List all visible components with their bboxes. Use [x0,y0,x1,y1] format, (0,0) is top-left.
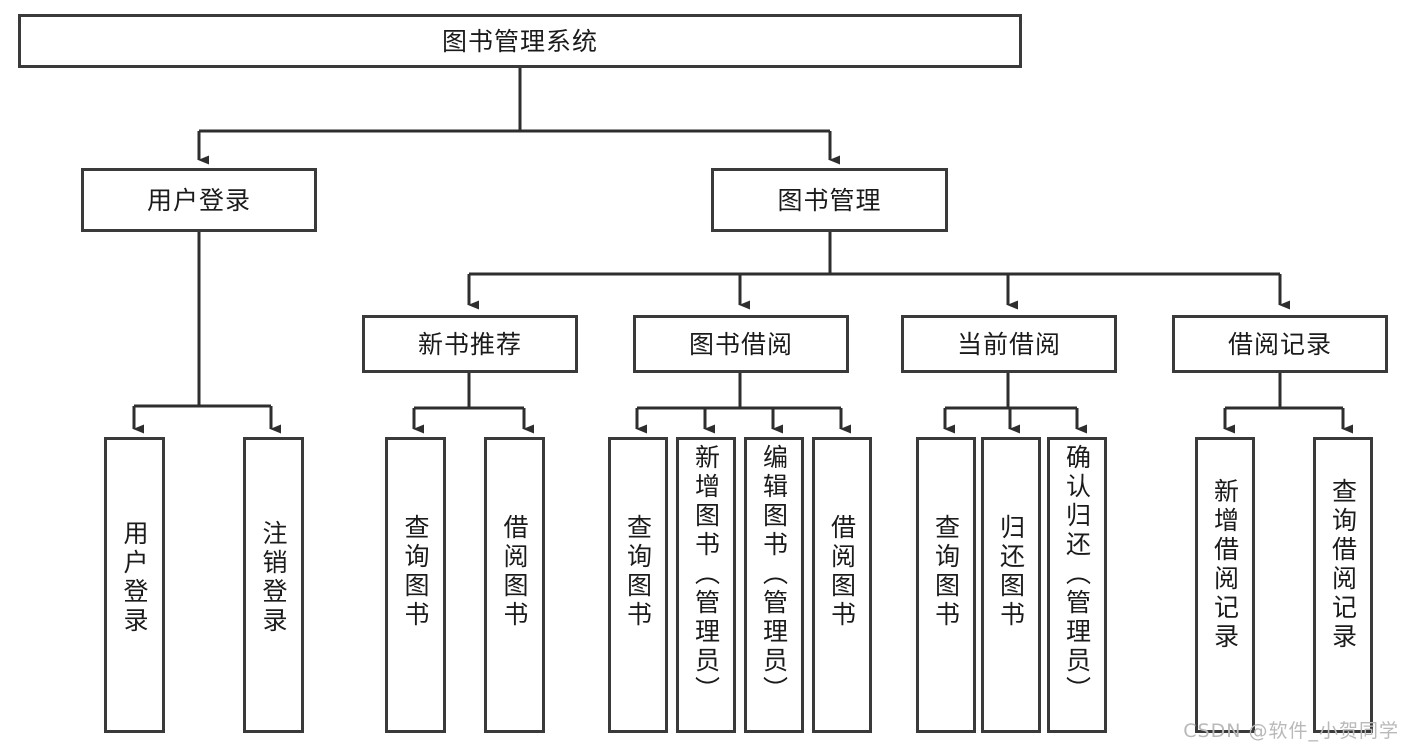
leaf-confirm-return[interactable]: 确认归还（管理员） [1047,437,1107,733]
node-label: 图书管理 [777,185,882,215]
leaf-query-book-1[interactable]: 查询图书 [385,437,446,733]
node-new-book-recommend[interactable]: 新书推荐 [362,315,578,373]
node-label: 用户登录 [146,185,251,215]
node-book-management[interactable]: 图书管理 [711,168,948,232]
node-label: 新书推荐 [417,329,522,359]
node-book-borrow[interactable]: 图书借阅 [633,315,849,373]
node-label: 查询借阅记录 [1328,478,1358,652]
leaf-edit-book[interactable]: 编辑图书（管理员） [744,437,804,733]
node-label: 新增图书（管理员） [691,444,721,705]
node-label: 编辑图书（管理员） [759,444,789,705]
node-label: 借阅图书 [500,514,529,630]
node-label: 查询图书 [623,514,653,630]
node-label: 确认归还（管理员） [1062,444,1092,705]
node-label: 图书借阅 [688,329,793,359]
leaf-query-book-3[interactable]: 查询图书 [916,437,976,733]
leaf-add-borrow-record[interactable]: 新增借阅记录 [1195,437,1255,733]
leaf-add-book[interactable]: 新增图书（管理员） [676,437,736,733]
csdn-watermark: CSDN @软件_小贺同学 [1183,720,1399,742]
node-user-login[interactable]: 用户登录 [81,168,317,232]
node-label: 图书管理系统 [441,26,598,56]
node-label: 借阅图书 [827,514,857,630]
leaf-query-borrow-record[interactable]: 查询借阅记录 [1313,437,1373,733]
leaf-borrow-book-2[interactable]: 借阅图书 [812,437,872,733]
node-label: 归还图书 [996,514,1026,630]
leaf-logout-login[interactable]: 注销登录 [243,437,304,733]
node-label: 新增借阅记录 [1210,478,1240,652]
node-root-system[interactable]: 图书管理系统 [18,14,1022,68]
node-label: 用户登录 [120,520,149,636]
node-label: 借阅记录 [1227,329,1332,359]
leaf-user-login[interactable]: 用户登录 [104,437,165,733]
leaf-borrow-book-1[interactable]: 借阅图书 [484,437,545,733]
node-label: 查询图书 [401,514,430,630]
node-borrow-record[interactable]: 借阅记录 [1172,315,1388,373]
node-label: 查询图书 [931,514,961,630]
node-label: 当前借阅 [956,329,1061,359]
leaf-query-book-2[interactable]: 查询图书 [608,437,668,733]
leaf-return-book[interactable]: 归还图书 [981,437,1041,733]
node-label: 注销登录 [259,520,288,636]
node-current-borrow[interactable]: 当前借阅 [901,315,1117,373]
